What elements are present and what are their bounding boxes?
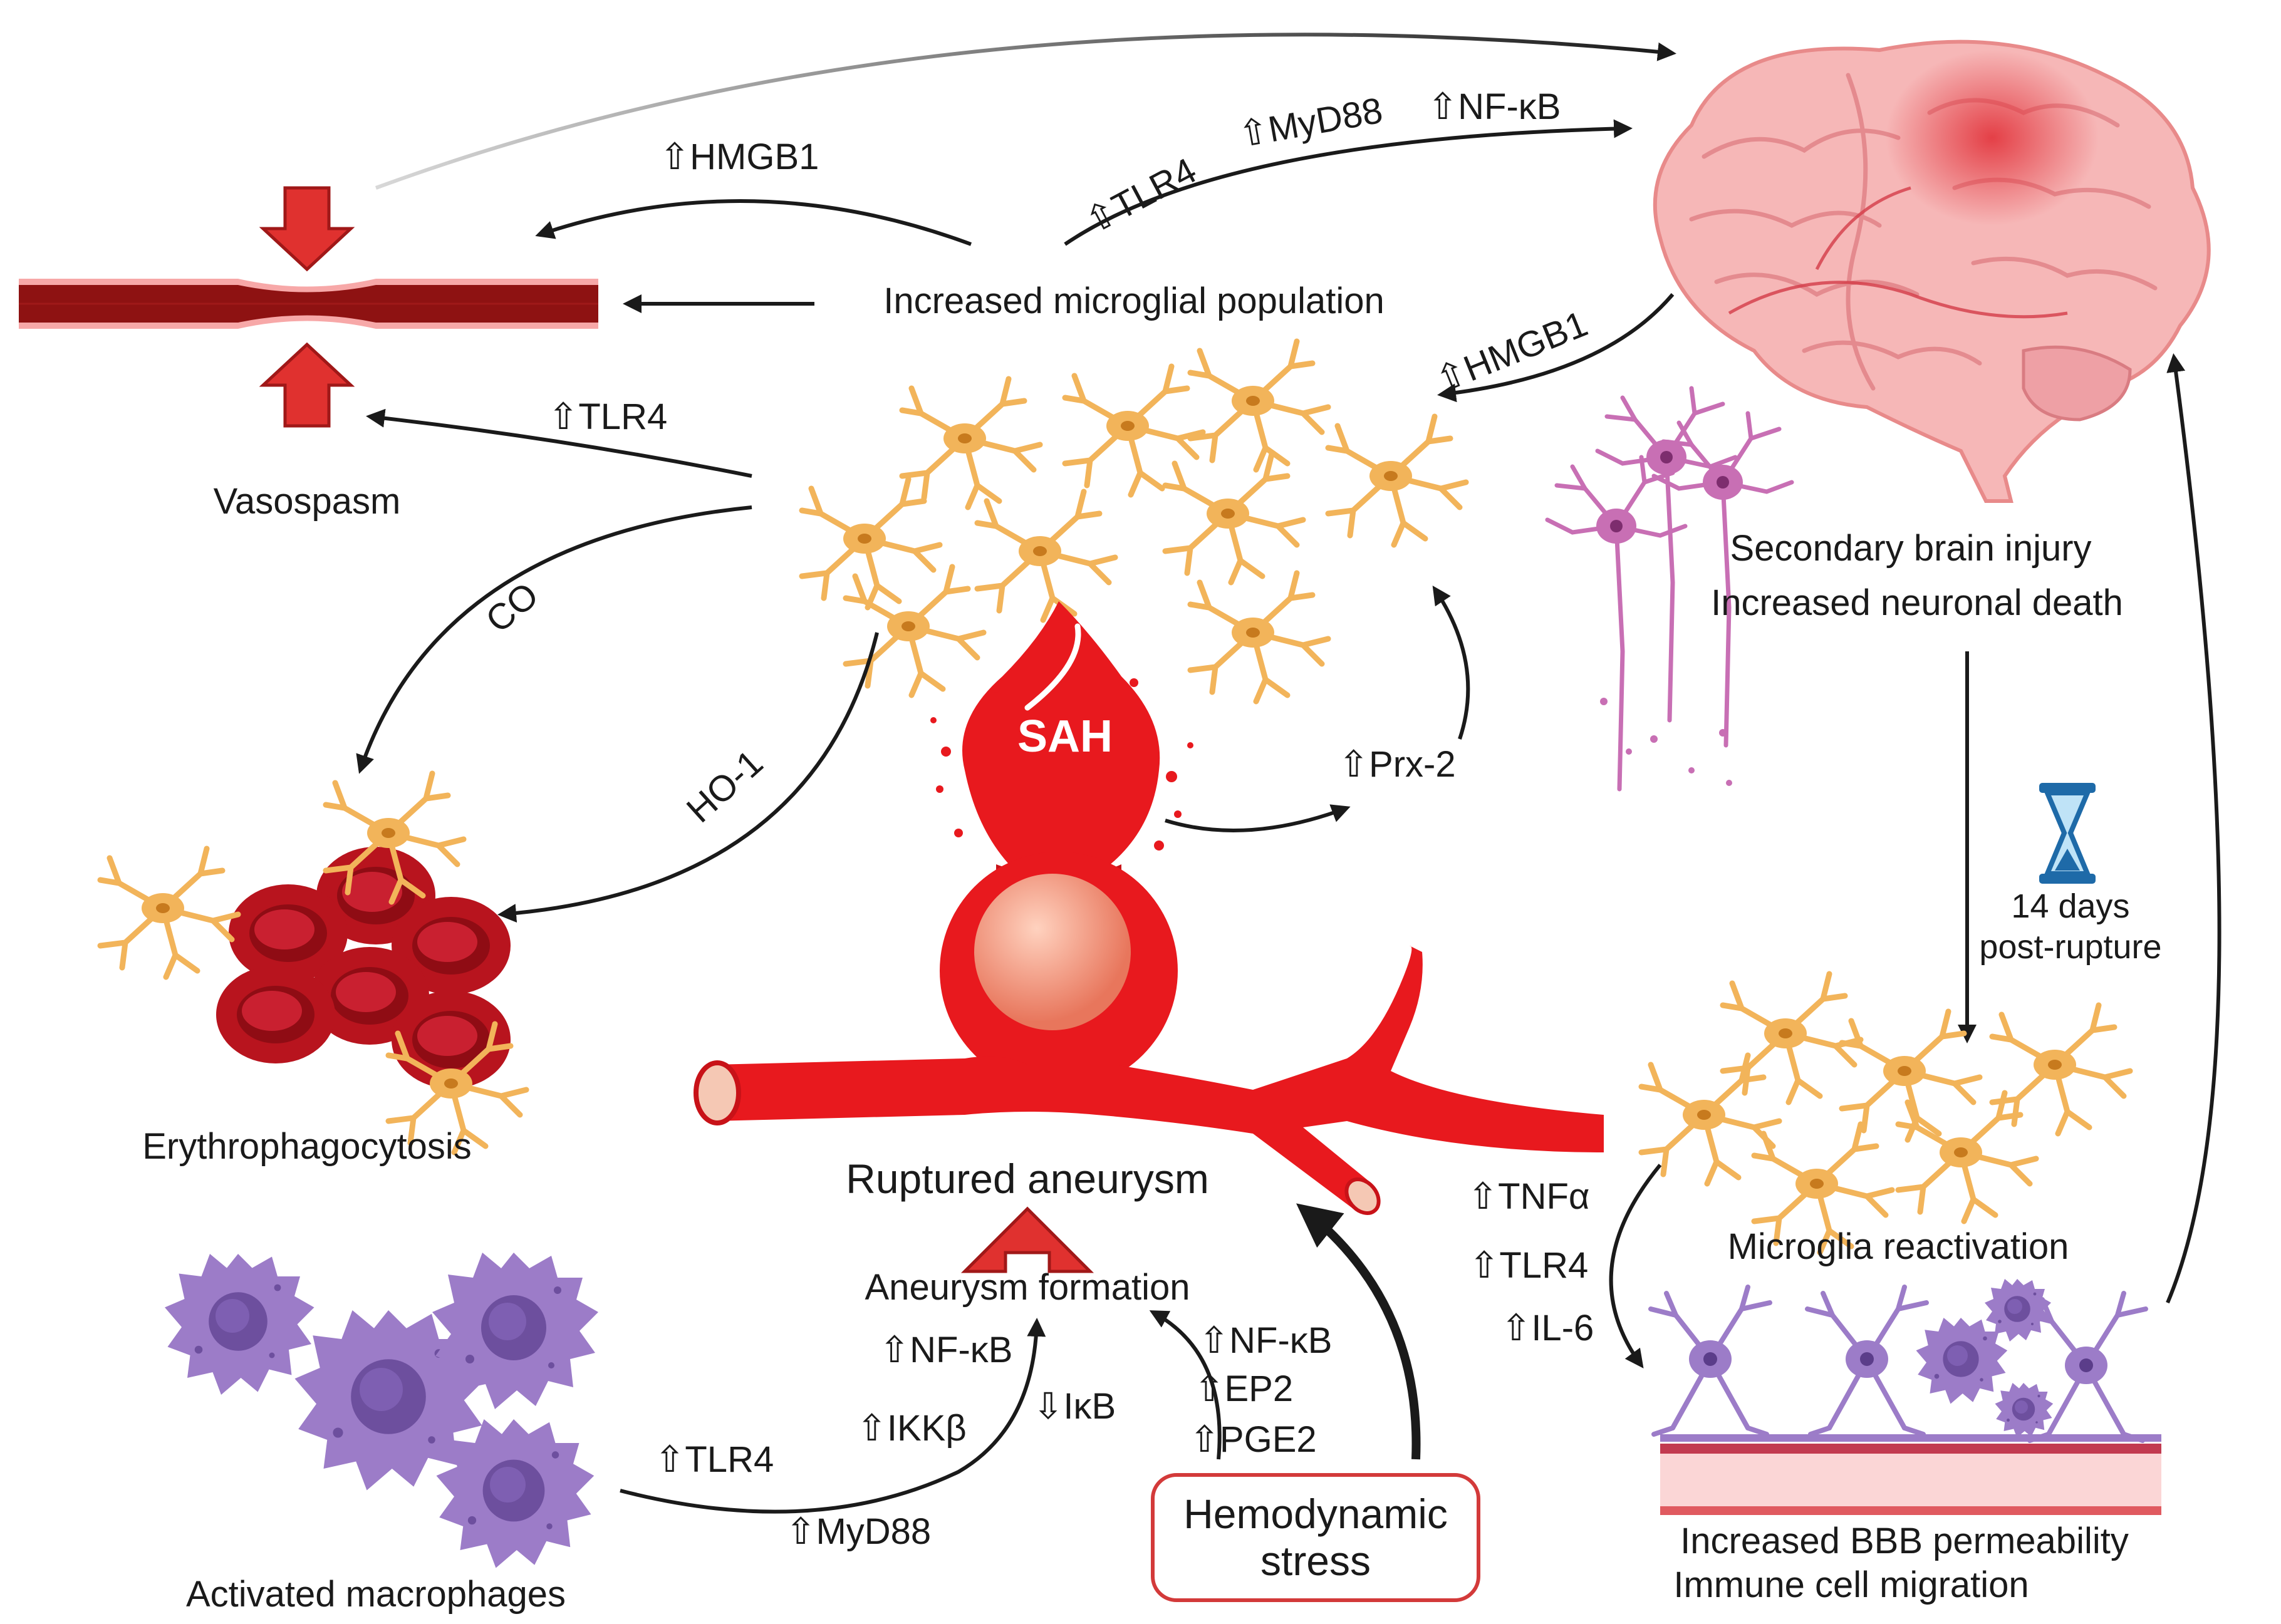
- hourglass-icon: [2039, 783, 2096, 884]
- vasospasm-vessel: [19, 186, 598, 428]
- erythrophagocytosis-cluster: [100, 773, 526, 1152]
- immune-migration-label: Immune cell migration: [1673, 1565, 2029, 1605]
- arrow-microglia-to-brain: [1064, 119, 1633, 246]
- artery-branches: [694, 946, 1604, 1215]
- arrow-vasospasm-to-brain: [375, 33, 1676, 190]
- il6-label: ⇧IL-6: [1501, 1308, 1594, 1348]
- hemodynamic-line2: stress: [1260, 1538, 1371, 1584]
- bbb-permeability-label: Increased BBB permeability: [1680, 1521, 2129, 1561]
- arrow-microglia-to-vasospasm-hmgb1: [535, 199, 972, 246]
- constriction-arrow-down: [259, 186, 355, 272]
- arrow-prx2-to-microglia: [1432, 586, 1470, 740]
- macrophage-cluster: [165, 1253, 598, 1568]
- arrow-co-to-erythrophagocytosis: [356, 505, 752, 774]
- nfkb-left-label: ⇧NF-κB: [880, 1330, 1013, 1370]
- hmgb1-top-label: ⇧HMGB1: [660, 137, 819, 177]
- ikb-label: ⇩IκB: [1033, 1386, 1116, 1427]
- arrow-microglia-to-vasospasm-tlr4: [366, 408, 752, 478]
- hmgb1-brain-label: ⇧HMGB1: [1430, 303, 1593, 401]
- hemodynamic-line1: Hemodynamic: [1183, 1491, 1448, 1537]
- aneurysm-sac: [940, 852, 1178, 1090]
- ikkb-label: ⇧IKKβ: [856, 1408, 966, 1449]
- hemodynamic-stress-box: [1151, 1473, 1480, 1602]
- neuronal-death-label: Increased neuronal death: [1711, 582, 2123, 623]
- nfkb-mid-label: ⇧NF-κB: [1199, 1320, 1333, 1361]
- myd88-top-label: ⇧MyD88: [1235, 90, 1386, 155]
- arrow-ho1-to-erythrophagocytosis: [497, 632, 879, 923]
- microglial-population-label: Increased microglial population: [883, 281, 1385, 321]
- tlr4-right-label: ⇧TLR4: [1469, 1245, 1588, 1286]
- reactivated-microglia-cluster: [1641, 974, 2130, 1253]
- microglia-cluster: [802, 341, 1466, 701]
- secondary-brain-injury-label: Secondary brain injury: [1730, 528, 2091, 569]
- arrow-hemo-to-aneurysm: [1296, 1203, 1421, 1460]
- myd88-macro-label: ⇧MyD88: [786, 1511, 931, 1552]
- erythrophagocytosis-label: Erythrophagocytosis: [142, 1126, 471, 1167]
- arrow-brain-to-microglia-hmgb1: [1437, 293, 1675, 403]
- arrow-macrophages-to-formation: [620, 1318, 1046, 1514]
- tlr4-top-label: ⇧TLR4: [1079, 150, 1203, 242]
- tlr4-macro-label: ⇧TLR4: [655, 1439, 774, 1480]
- arrow-bbb-to-brain: [2166, 353, 2221, 1304]
- ho1-label: HO-1: [679, 742, 771, 830]
- ep2-label: ⇧EP2: [1194, 1368, 1293, 1409]
- nfkb-top-label: ⇧NF-κB: [1428, 86, 1561, 127]
- activated-macrophages-label: Activated macrophages: [186, 1574, 566, 1615]
- formation-arrow: [960, 1206, 1094, 1273]
- ruptured-aneurysm-label: Ruptured aneurysm: [846, 1156, 1209, 1202]
- arrow-reactivation-to-bbb: [1609, 1164, 1662, 1368]
- arrow-sah-to-prx2: [1165, 804, 1351, 832]
- days-label-line2: post-rupture: [1979, 928, 2161, 966]
- neuron-cluster: [1547, 388, 1792, 789]
- microglia-reactivation-label: Microglia reactivation: [1728, 1226, 2069, 1267]
- brain-illustration: [1653, 39, 2211, 503]
- bbb-barrier: [1651, 1279, 2161, 1515]
- sah-label: SAH: [1017, 711, 1113, 762]
- aneurysm-formation-label: Aneurysm formation: [865, 1267, 1190, 1308]
- co-label: CO: [478, 574, 546, 641]
- days-label-line1: 14 days: [2011, 887, 2129, 925]
- prx2-label: ⇧Prx-2: [1338, 744, 1455, 785]
- constriction-arrow-up: [259, 342, 355, 428]
- tnfa-label: ⇧TNFα: [1468, 1176, 1590, 1217]
- arrow-hemo-to-formation: [1149, 1310, 1222, 1460]
- vasospasm-label: Vasospasm: [214, 481, 401, 522]
- tlr4-vasospasm-label: ⇧TLR4: [548, 396, 667, 437]
- pge2-label: ⇧PGE2: [1189, 1419, 1316, 1460]
